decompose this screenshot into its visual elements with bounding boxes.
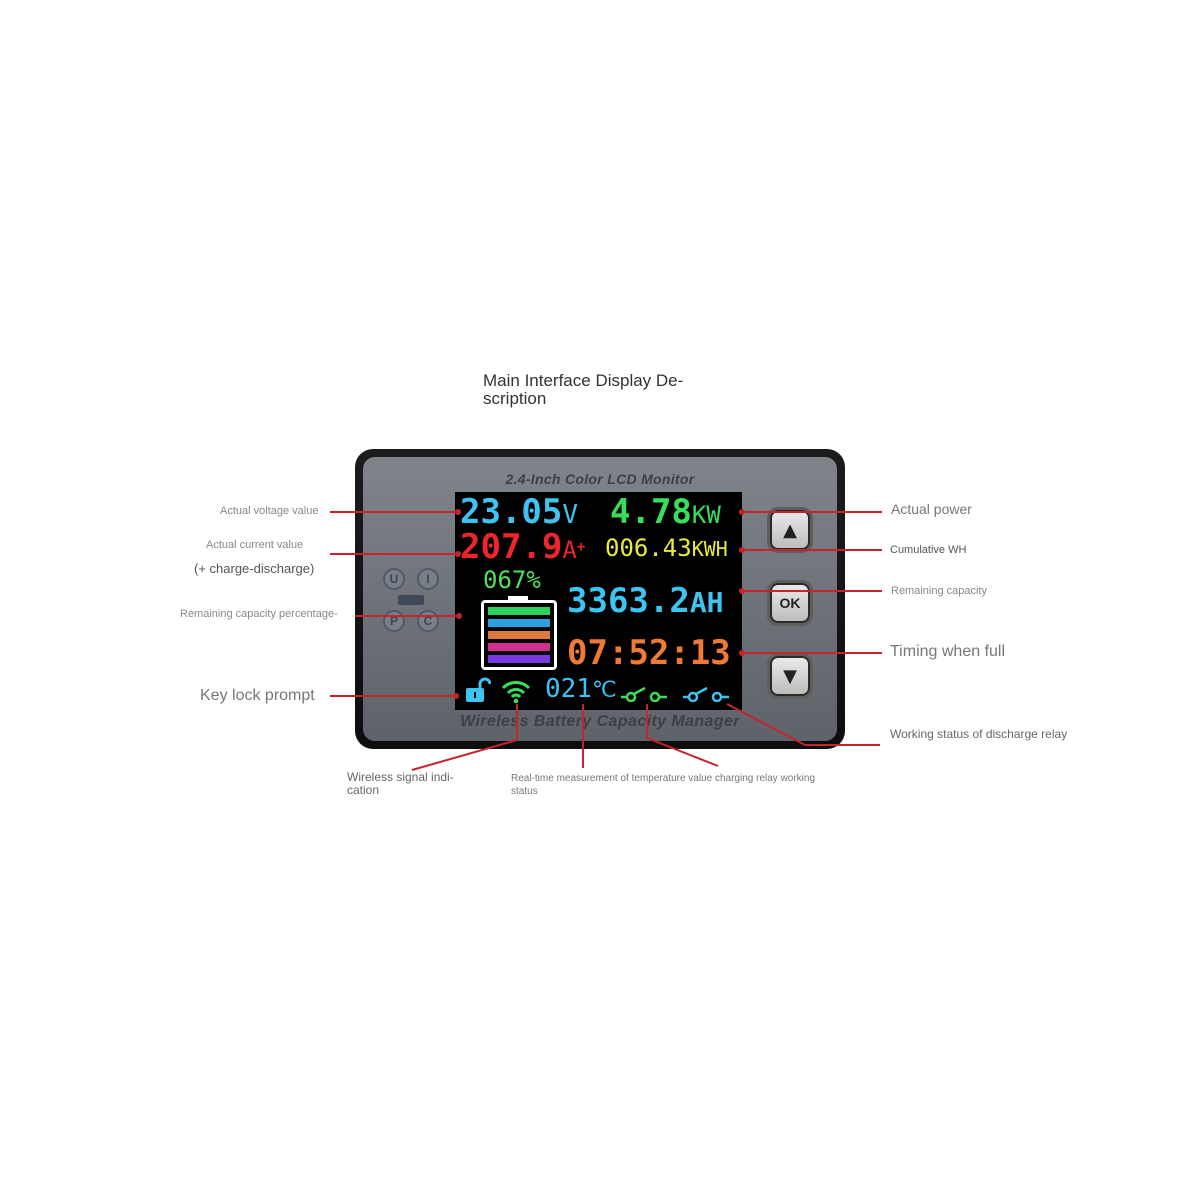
energy-value: 006.43	[605, 534, 692, 562]
ok-button[interactable]: OK	[770, 583, 810, 623]
caption-key-lock: Key lock prompt	[200, 687, 315, 704]
leader-power	[742, 511, 882, 513]
device-top-label: 2.4-Inch Color LCD Monitor	[505, 471, 695, 487]
battery-bar	[488, 631, 550, 639]
key-center-indicator	[398, 595, 424, 605]
caption-charge-discharge: (+ charge-discharge)	[194, 561, 315, 576]
caption-wireless-line-2: cation	[347, 783, 380, 797]
voltage-unit: V	[562, 500, 579, 530]
leader-dot-cumulative	[739, 547, 745, 553]
capacity-unit: AH	[689, 586, 724, 619]
leader-dot-power	[739, 509, 745, 515]
caption-actual-power: Actual power	[891, 501, 972, 517]
battery-terminal	[508, 596, 528, 600]
power-readout: 4.78KW	[610, 493, 721, 534]
battery-bars	[488, 607, 550, 663]
key-u[interactable]: U	[383, 568, 405, 590]
ok-button-label: OK	[779, 595, 801, 611]
temperature-readout: 021℃	[545, 674, 617, 706]
power-unit: KW	[691, 501, 721, 529]
device-bottom-label: Wireless Battery Capacity Manager	[460, 713, 740, 730]
charge-relay-icon	[621, 686, 667, 702]
up-arrow-icon: ▲	[783, 519, 797, 541]
leader-current	[330, 553, 458, 555]
caption-temperature: Real-time measurement of temperature val…	[511, 772, 815, 798]
caption-timing-full: Timing when full	[890, 643, 1006, 660]
caption-actual-voltage: Actual voltage value	[220, 505, 319, 517]
leader-timing	[742, 652, 882, 654]
energy-unit: KWH	[691, 537, 728, 561]
leader-voltage	[330, 511, 458, 513]
voltage-value: 23.05	[460, 492, 563, 532]
caption-wireless-line-1: Wireless signal indi-	[347, 770, 454, 784]
leader-key-lock	[330, 695, 456, 697]
page-title: Main Interface Display De- scription	[483, 372, 713, 408]
leader-capacity	[742, 590, 882, 592]
power-value: 4.78	[610, 492, 692, 532]
capacity-value: 3363.2	[567, 581, 690, 621]
battery-bar	[488, 655, 550, 663]
leader-dot-timing	[739, 650, 745, 656]
full-timer-value: 07:52:13	[567, 633, 731, 673]
percentage-value: 067%	[483, 566, 541, 594]
wireless-signal-icon	[501, 681, 531, 704]
discharge-relay-icon	[683, 686, 729, 702]
battery-bar	[488, 643, 550, 651]
leader-cumulative	[742, 549, 882, 551]
caption-remaining-percentage: Remaining capacity percentage-	[180, 608, 338, 620]
caption-actual-current: Actual current value	[206, 539, 304, 551]
caption-cumulative-wh: Cumulative WH	[890, 544, 967, 556]
capacity-readout: 3363.2AH	[567, 582, 724, 622]
temperature-value: 021	[545, 674, 592, 704]
leader-dot-key-lock	[453, 693, 459, 699]
caption-wireless: Wireless signal indi- cation	[347, 771, 454, 797]
caption-temperature-line-2: status	[511, 786, 538, 797]
temperature-unit: ℃	[591, 678, 617, 703]
current-readout: 207.9A+	[460, 528, 585, 569]
leader-dot-percentage	[456, 613, 462, 619]
caption-remaining-capacity: Remaining capacity	[891, 585, 987, 597]
caption-temperature-line-1: Real-time measurement of temperature val…	[511, 773, 816, 784]
leader-dot-current	[455, 551, 461, 557]
leader-dot-voltage	[455, 509, 461, 515]
voltage-readout: 23.05V	[460, 493, 578, 534]
down-button[interactable]: ▼	[770, 656, 810, 696]
current-value: 207.9	[460, 527, 563, 567]
key-i[interactable]: I	[417, 568, 439, 590]
energy-readout: 006.43KWH	[605, 534, 728, 563]
battery-bar	[488, 619, 550, 627]
battery-bar	[488, 607, 550, 615]
lock-open-icon	[466, 677, 491, 702]
page-title-line-1: Main Interface Display De-	[483, 371, 684, 390]
current-sign: +	[576, 539, 586, 555]
leader-dot-capacity	[739, 588, 745, 594]
lcd-screen: 23.05V 4.78KW 207.9A+ 006.43KWH 067% 336…	[455, 492, 742, 710]
down-arrow-icon: ▼	[783, 665, 797, 687]
caption-discharge-relay: Working status of discharge relay	[890, 727, 1068, 741]
leader-percentage	[355, 615, 459, 617]
current-unit: A	[562, 536, 577, 564]
battery-icon	[481, 600, 557, 670]
page-title-line-2: scription	[483, 389, 547, 408]
